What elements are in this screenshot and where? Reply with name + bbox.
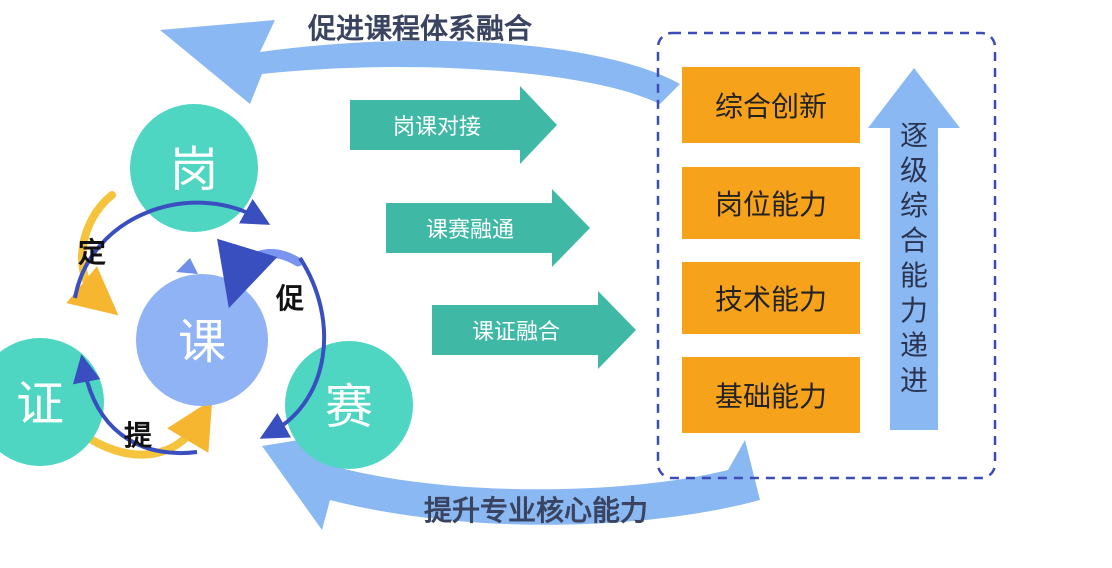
yellow-swoosh-ding	[66, 191, 119, 316]
level-label-tech: 技术能力	[715, 283, 827, 316]
verb-ding: 定	[78, 236, 106, 269]
level-label-post: 岗位能力	[715, 188, 827, 221]
small-up-notch	[176, 258, 198, 274]
progression-char: 合	[900, 224, 928, 257]
cycle-arrow-gang-sai	[259, 256, 327, 439]
arrow-label-gang-ke: 岗课对接	[393, 115, 481, 140]
circle-label-ke: 课	[178, 314, 226, 370]
level-box-tech	[682, 262, 860, 334]
yellow-swoosh-ti	[88, 399, 213, 459]
top-arrow-label: 促进课程体系融合	[307, 12, 533, 45]
level-box-innovation	[682, 67, 860, 143]
progression-char: 能	[900, 259, 928, 292]
level-label-innovation: 综合创新	[715, 90, 827, 123]
verb-cu: 促	[275, 282, 304, 315]
level-box-basic	[682, 357, 860, 433]
circle-label-sai: 赛	[325, 379, 373, 435]
arrow-ke-sai	[386, 189, 590, 267]
circle-label-gang: 岗	[170, 142, 218, 198]
progression-char: 进	[900, 364, 928, 397]
top-feedback-arrow	[160, 20, 680, 104]
verb-ti: 提	[124, 419, 153, 452]
bottom-arrow-label: 提升专业核心能力	[424, 494, 648, 527]
arrow-ke-zheng	[432, 291, 636, 369]
progression-char: 递	[900, 329, 928, 362]
progression-up-arrow	[868, 68, 960, 430]
circle-label-zheng: 证	[16, 376, 64, 432]
level-label-basic: 基础能力	[715, 380, 827, 413]
blue-curl-arrow	[217, 238, 303, 309]
progression-char: 综	[900, 189, 928, 222]
circle-gang	[130, 104, 258, 232]
progression-char: 力	[900, 294, 928, 327]
progression-char: 级	[900, 154, 928, 187]
progression-text: 逐 级 综 合 能 力 递 进	[900, 119, 928, 397]
arrow-label-ke-sai: 课赛融通	[426, 218, 514, 243]
bottom-feedback-arrow	[262, 432, 760, 530]
arrow-gang-ke	[350, 86, 557, 164]
arrow-label-ke-zheng: 课证融合	[472, 320, 560, 345]
cycle-arrow-sai-zheng	[72, 354, 198, 456]
cycle-arrow-zheng-gang	[73, 198, 271, 299]
level-box-post	[682, 167, 860, 239]
progression-char: 逐	[900, 119, 928, 152]
